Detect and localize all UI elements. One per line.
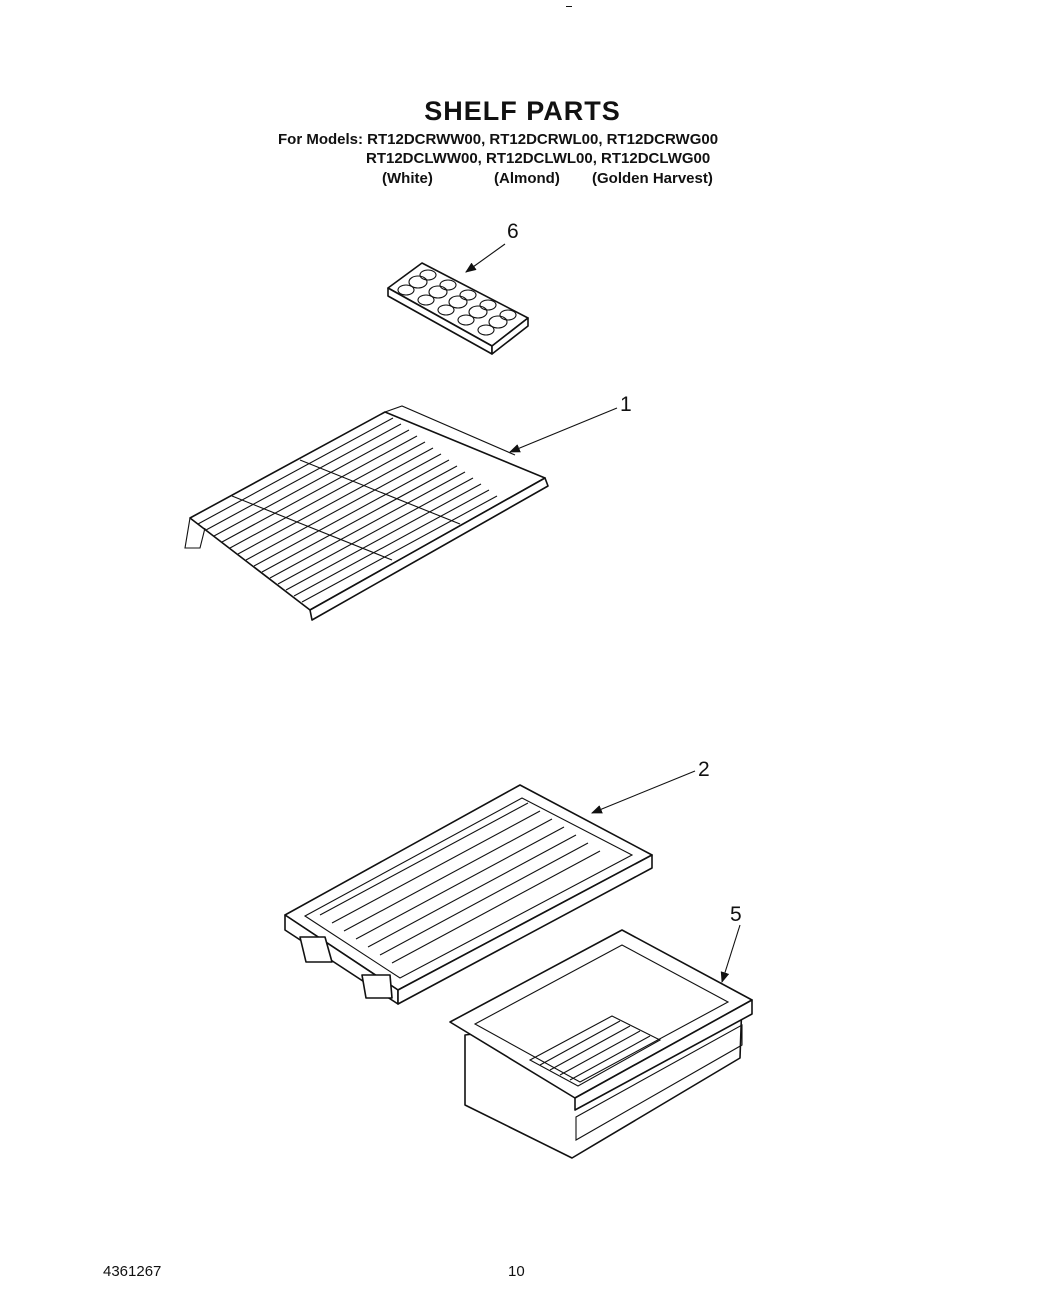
models-line-2: RT12DCLWW00, RT12DCLWL00, RT12DCLWG00: [366, 150, 711, 167]
leader-1: [508, 407, 618, 453]
leader-5: [720, 924, 741, 984]
wire-shelf: [184, 405, 549, 621]
crisper-pan: [449, 929, 753, 1159]
color-golden-harvest: (Golden Harvest): [592, 170, 713, 187]
crisper-cover: [284, 784, 653, 1005]
callout-1: 1: [620, 393, 632, 416]
leader-2: [590, 770, 696, 814]
ice-cube-tray: [387, 262, 529, 355]
document-number: 4361267: [103, 1263, 162, 1280]
page-title: SHELF PARTS: [424, 96, 621, 126]
callout-5: 5: [730, 903, 742, 926]
scan-mark: [566, 6, 572, 7]
color-white: (White): [382, 170, 433, 187]
page-number: 10: [508, 1263, 525, 1280]
callout-2: 2: [698, 758, 710, 781]
color-almond: (Almond): [494, 170, 560, 187]
callout-6: 6: [507, 220, 519, 243]
leader-6: [465, 243, 506, 273]
models-line-1: For Models: RT12DCRWW00, RT12DCRWL00, RT…: [278, 131, 719, 148]
